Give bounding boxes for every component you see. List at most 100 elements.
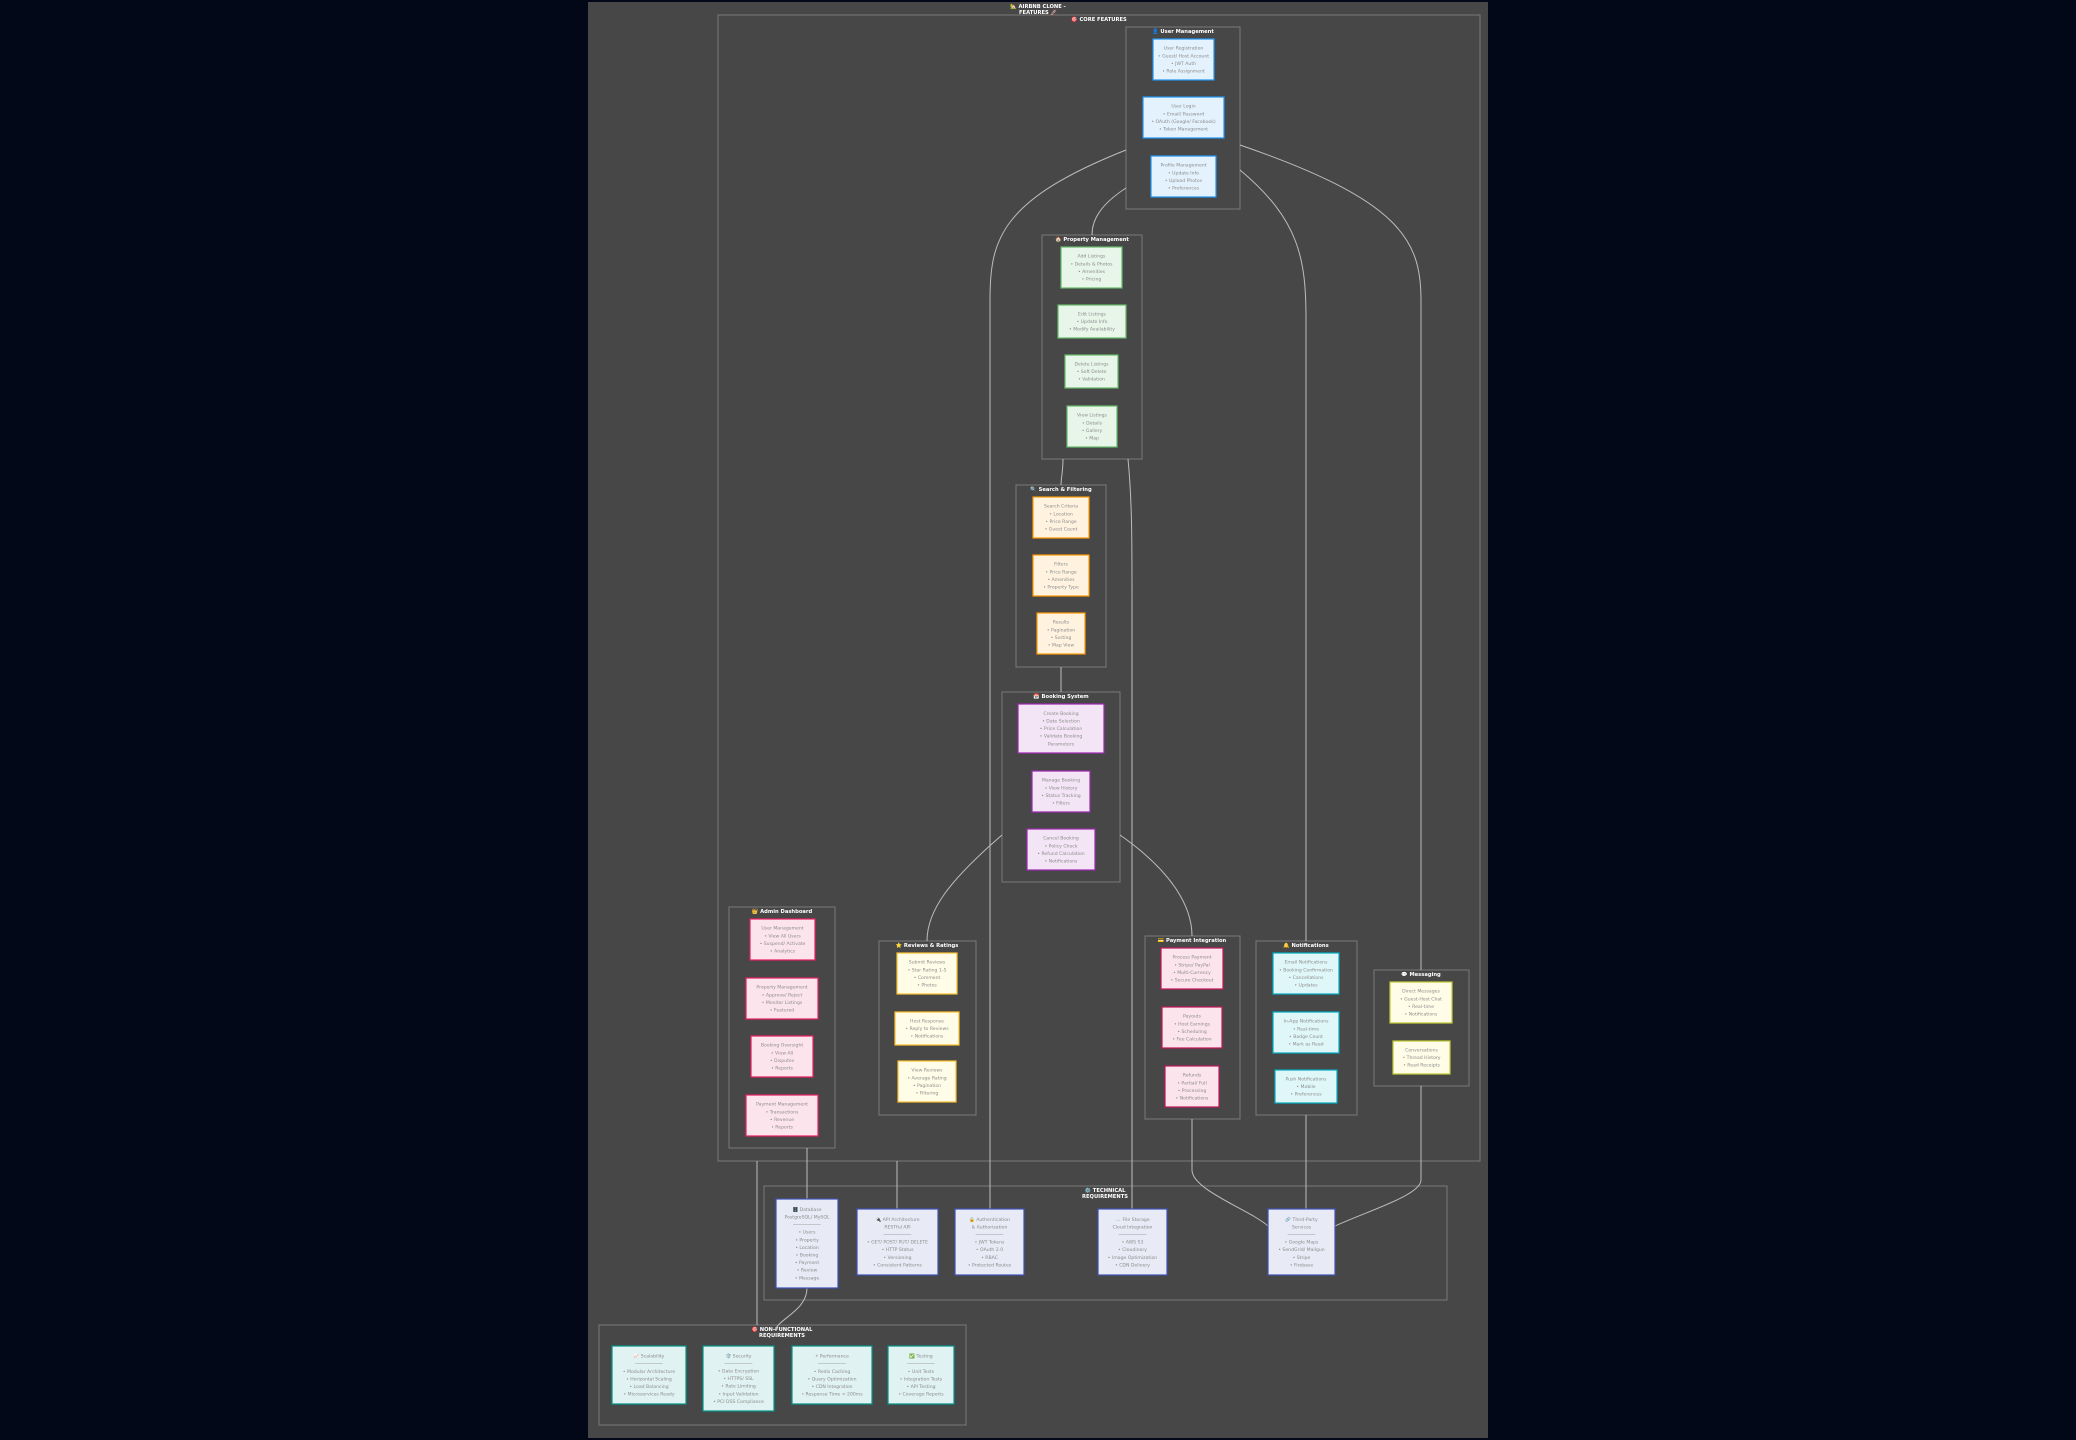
node-text-line: • Thread History <box>1402 1055 1440 1061</box>
node-box <box>1026 828 1096 871</box>
label-line: ⚙️ TECHNICAL <box>1085 1187 1127 1194</box>
node-text-line: • Comment <box>914 975 941 981</box>
node-text-line: • Google Maps <box>1285 1240 1320 1246</box>
node-text-line: • Email/ Password <box>1163 111 1204 117</box>
node-text-line: • SendGrid/ Mailgun <box>1278 1247 1325 1253</box>
node-text-line: PostgreSQL/ MySQL <box>784 1215 829 1221</box>
node-text-line: • View All Users <box>764 933 801 939</box>
node-text-line: • Guest/ Host Account <box>1158 53 1209 59</box>
edge-property-to-search <box>1060 458 1064 486</box>
node-text-line: • Real-time <box>1293 1026 1319 1032</box>
label-line: 👑 Admin Dashboard <box>752 908 813 915</box>
node-text-line: • Update Info <box>1168 170 1199 176</box>
node-box <box>1274 1069 1338 1104</box>
node-box <box>1272 1011 1340 1054</box>
node-text-line: • Review <box>797 1268 818 1274</box>
node-admin-props: Property Management• Approve/ Reject• Mo… <box>745 977 819 1020</box>
node-text-line: • Secure Checkout <box>1171 978 1214 984</box>
cluster-payment-integration-title: 💳 Payment Integration <box>1158 938 1227 944</box>
node-box <box>702 1345 775 1412</box>
node-admin-bookings: Booking Oversight• View All• Disputes• R… <box>750 1035 814 1078</box>
node-text-line: • Map <box>1085 436 1099 442</box>
node-direct-msg: Direct Messages• Guest-Host Chat • Real-t… <box>1389 981 1453 1024</box>
node-text-line: • Suspend/ Activate <box>760 941 806 947</box>
node-text-line: Edit Listings <box>1078 312 1106 318</box>
diagram-title: 🏡 AIRBNB CLONE -FEATURES 🚀 <box>1010 3 1065 16</box>
node-box <box>856 1208 939 1276</box>
node-text-line: View Listings <box>1077 413 1107 419</box>
node-text-line: Parameters <box>1048 741 1075 747</box>
node-box <box>1161 1006 1223 1049</box>
node-refunds: Refunds• Partial/ Full• Processing• Noti… <box>1164 1065 1220 1108</box>
node-text-line: • Details <box>1082 420 1103 426</box>
node-view-reviews: View Reviews• Average Rating• Pagination… <box>897 1060 957 1103</box>
node-text-line: • Upload Photos <box>1165 178 1203 184</box>
node-text-line: • Real-time <box>1408 1004 1434 1010</box>
node-text-line: • Filters <box>1052 801 1071 807</box>
node-text-line: View Reviews <box>911 1068 943 1074</box>
node-text-line: • Load Balancing <box>629 1384 668 1390</box>
cluster-search-filtering-title: 🔍 Search & Filtering <box>1030 485 1092 493</box>
node-text-line: • Token Management <box>1159 127 1208 133</box>
node-text-line: Direct Messages <box>1402 989 1440 995</box>
node-text-line: Property Management <box>756 985 807 991</box>
node-box <box>1389 981 1453 1024</box>
edge-messaging-to-third-party <box>1334 1086 1422 1227</box>
node-text-line: • CDN Delivery <box>1115 1262 1150 1268</box>
node-box <box>1066 405 1118 448</box>
node-text-line: ────────── <box>634 1362 663 1367</box>
node-text-line: • Average Rating <box>907 1075 946 1081</box>
node-text-line: • GET/ POST/ PUT/ DELETE <box>867 1240 928 1246</box>
node-text-line: • Coverage Reports <box>898 1392 944 1398</box>
node-text-line: • Integration Tests <box>900 1376 943 1382</box>
node-create-booking: Create Booking• Date Selection• Price Ca… <box>1017 703 1105 754</box>
node-text-line: Email Notifications <box>1285 960 1329 966</box>
node-text-line: • Reports <box>771 1066 793 1072</box>
cluster-user-management-title: 👤 User Management <box>1152 28 1214 35</box>
node-text-line: • Notifications <box>1405 1012 1439 1018</box>
node-payouts: Payouts• Host Earnings• Scheduling• Fee … <box>1161 1006 1223 1049</box>
cluster-booking-system-title: 📅 Booking System <box>1033 693 1088 700</box>
node-text-line: Conversations <box>1405 1048 1438 1054</box>
edge-user-to-auth <box>989 149 1127 1210</box>
node-box <box>1017 703 1105 754</box>
node-text-line: • Location <box>1049 511 1073 517</box>
node-text-line: 🔒 Authentication <box>969 1217 1010 1223</box>
node-text-line: • Guest-Host Chat <box>1400 996 1442 1002</box>
node-text-line: • Consistent Patterns <box>873 1262 922 1268</box>
node-text-line: • Stripe/ PayPal <box>1174 962 1210 968</box>
edge-payment-to-third-party <box>1191 1119 1269 1227</box>
node-text-line: • Gallery <box>1082 428 1103 434</box>
node-text-line: • Policy Check <box>1045 843 1078 849</box>
node-performance: ⚡ Performance──────────• Redis Caching• … <box>791 1345 873 1405</box>
node-text-line: RESTful API <box>884 1224 910 1230</box>
node-text-line: • Horizontal Scaling <box>626 1376 672 1382</box>
node-text-line: • Cancellations <box>1288 975 1324 981</box>
node-results: Results• Pagination• Sorting• Map View <box>1036 612 1086 655</box>
node-box <box>894 1011 960 1046</box>
node-text-line: ────────── <box>906 1362 935 1367</box>
node-box <box>1031 770 1091 813</box>
label-line: FEATURES 🚀 <box>1019 9 1058 16</box>
cluster-reviews-ratings-title: ⭐ Reviews & Ratings <box>896 942 959 949</box>
node-text-line: 🔗 Third-Party <box>1285 1216 1318 1223</box>
node-text-line: • PCI DSS Compliance <box>713 1399 764 1405</box>
node-box <box>896 952 958 995</box>
node-text-line: • Image Optimization <box>1108 1255 1157 1261</box>
node-auth: 🔒 Authentication& Authorization─────────… <box>954 1208 1025 1276</box>
node-host-response: Host Response• Reply to Reviews• Notific… <box>894 1011 960 1046</box>
label-line: 🎯 CORE FEATURES <box>1071 16 1127 23</box>
edge-database-to-nfr <box>774 1287 808 1331</box>
edge-property-to-file-storage <box>1127 458 1133 1210</box>
edge-user-to-messaging <box>1239 144 1422 970</box>
node-inapp-notif: In-App Notifications• Real-time• Badge C… <box>1272 1011 1340 1054</box>
node-text-line: • Preferences <box>1168 186 1200 192</box>
node-text-line: • Firebase <box>1290 1262 1313 1268</box>
node-text-line: • Sorting <box>1051 635 1072 641</box>
node-box <box>750 1035 814 1078</box>
node-text-line: • Guest Count <box>1045 527 1078 533</box>
node-text-line: • Photos <box>917 983 937 989</box>
node-box <box>1097 1208 1168 1276</box>
node-profile: Profile Management• Update Info• Upload … <box>1150 155 1217 198</box>
node-process-payment: Process Payment• Stripe/ PayPal• Multi-C… <box>1160 947 1224 990</box>
